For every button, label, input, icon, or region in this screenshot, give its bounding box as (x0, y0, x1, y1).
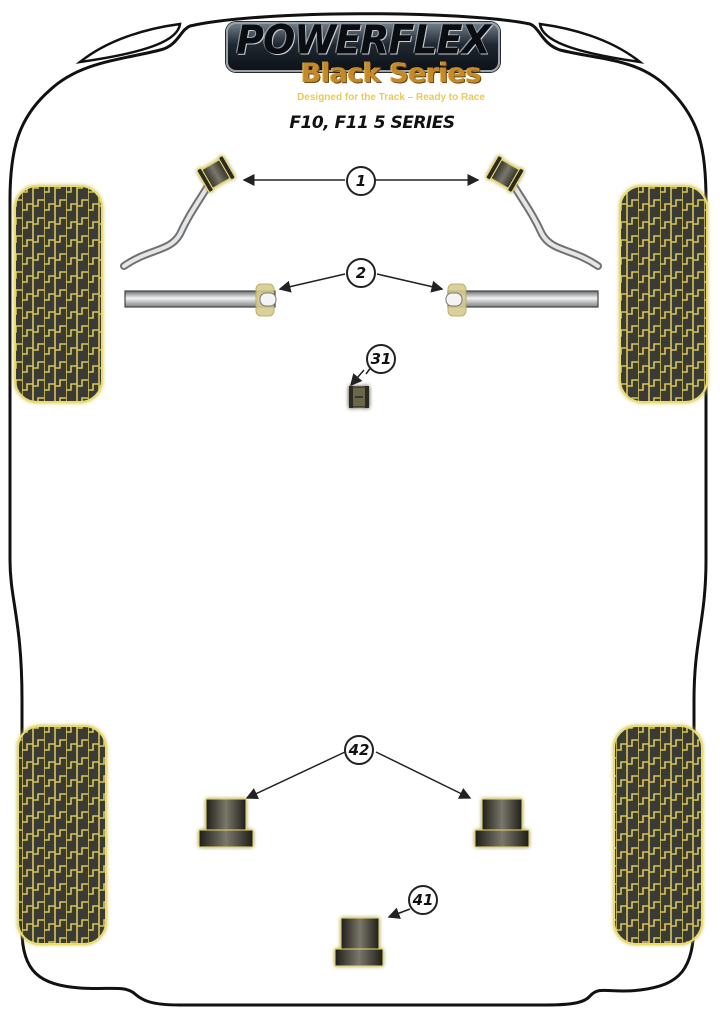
tyre-front-left (14, 185, 103, 403)
tyre-rear-right (613, 725, 703, 945)
anti-roll-bar-right (485, 155, 602, 270)
callout-31-label: 31 (370, 350, 392, 368)
rear-bush-42-left (198, 798, 254, 848)
callout-42: 42 (344, 735, 374, 765)
callout-1: 1 (346, 166, 376, 196)
lower-arm-left (124, 283, 277, 317)
callout-2: 2 (346, 258, 376, 288)
rear-bush-41 (334, 917, 384, 967)
callout-42-label: 42 (348, 741, 370, 759)
brand-logo-badge (226, 22, 500, 72)
rear-bush-42-right (474, 798, 530, 848)
callout-2-label: 2 (355, 264, 367, 282)
lower-arm-right (445, 283, 599, 317)
callout-1-label: 1 (355, 172, 367, 190)
leader-lines (242, 174, 480, 919)
brand-name: POWERFLEX (236, 16, 491, 64)
callout-41: 41 (408, 885, 438, 915)
brand-tagline: Designed for the Track – Ready to Race (297, 92, 485, 103)
tyre-rear-left (17, 725, 107, 945)
centre-bush-31 (349, 386, 369, 408)
tyre-front-right (619, 185, 708, 403)
model-title: F10, F11 5 SERIES (289, 113, 455, 133)
brand-series: Black Series (300, 58, 482, 89)
anti-roll-bar-left (120, 155, 236, 270)
callout-31: 31 (366, 344, 396, 374)
car-body-outline (8, 12, 708, 1007)
callout-41-label: 41 (412, 891, 434, 909)
